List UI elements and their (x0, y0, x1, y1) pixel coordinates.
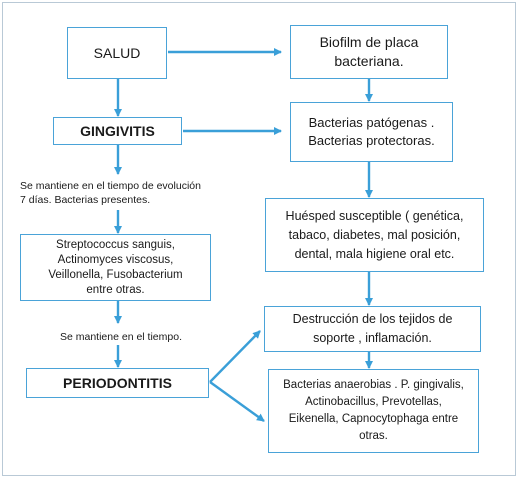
node-anaerobias: Bacterias anaerobias . P. gingivalis, Ac… (268, 369, 479, 453)
node-destruccion-label: Destrucción de los tejidos de soporte , … (292, 312, 453, 345)
node-huesped-label: Huésped susceptible ( genética, tabaco, … (285, 208, 464, 261)
note-tiempo: Se mantiene en el tiempo. (60, 331, 182, 343)
node-destruccion: Destrucción de los tejidos de soporte , … (264, 306, 481, 352)
node-gingivitis-label: GINGIVITIS (80, 123, 155, 139)
node-salud-label: SALUD (93, 45, 141, 61)
arrow-periodontitis-to-destruccion (209, 330, 261, 383)
arrow-periodontitis-to-anaerobias (209, 381, 265, 422)
node-salud: SALUD (67, 27, 167, 79)
node-biofilm-label: Biofilm de placa bacteriana. (319, 34, 419, 69)
node-bacterias: Bacterias patógenas . Bacterias protecto… (290, 102, 453, 162)
node-biofilm: Biofilm de placa bacteriana. (290, 25, 448, 79)
node-bacterias-label: Bacterias patógenas . Bacterias protecto… (308, 115, 435, 148)
node-periodontitis: PERIODONTITIS (26, 368, 209, 398)
note-tiempo-evolucion: Se mantiene en el tiempo de evolución 7 … (20, 180, 201, 206)
node-streptococcus-label: Streptococcus sanguis, Actinomyces visco… (48, 238, 183, 296)
node-gingivitis: GINGIVITIS (53, 117, 182, 145)
node-streptococcus: Streptococcus sanguis, Actinomyces visco… (20, 234, 211, 301)
node-periodontitis-label: PERIODONTITIS (63, 375, 172, 391)
node-huesped: Huésped susceptible ( genética, tabaco, … (265, 198, 484, 272)
node-anaerobias-label: Bacterias anaerobias . P. gingivalis, Ac… (283, 379, 464, 442)
